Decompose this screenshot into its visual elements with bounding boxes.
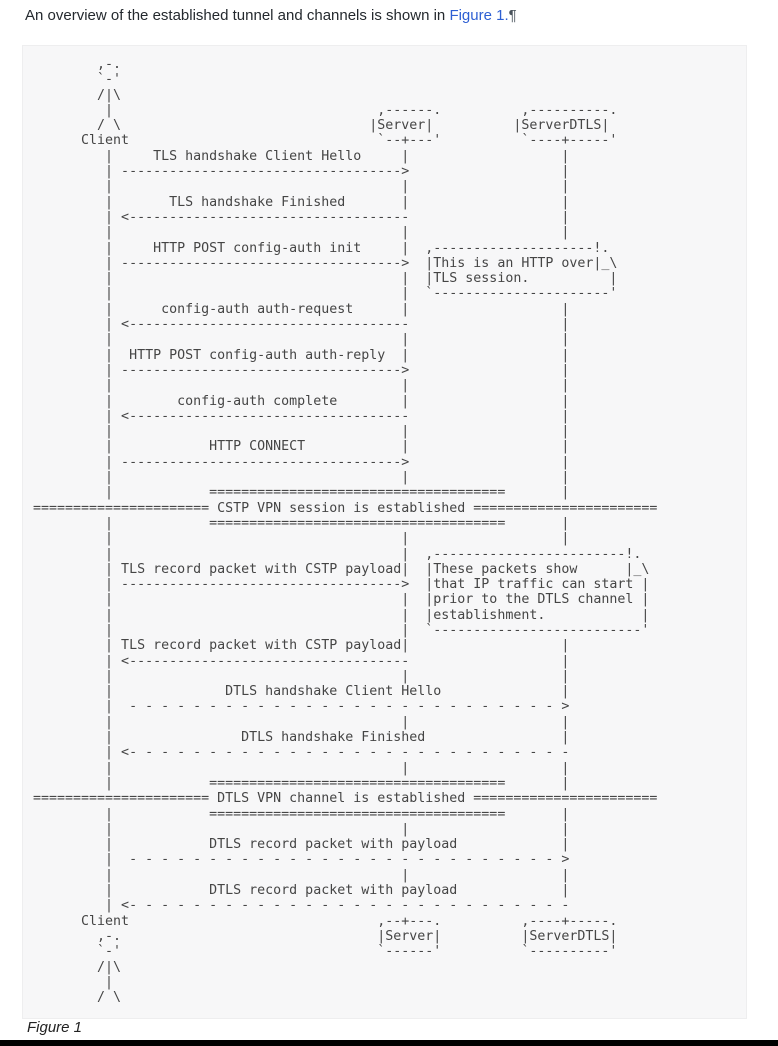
bottom-bar (0, 1040, 778, 1046)
figure-1-link[interactable]: Figure 1. (449, 7, 509, 24)
figure-box: ,-. `-' /|\ | ,------. ,----------. / \ … (22, 45, 747, 1019)
ascii-sequence-diagram: ,-. `-' /|\ | ,------. ,----------. / \ … (33, 57, 658, 1006)
pilcrow-mark[interactable]: ¶ (508, 7, 517, 24)
figure-caption: Figure 1 (27, 1019, 83, 1036)
intro-paragraph: An overview of the established tunnel an… (25, 6, 745, 26)
intro-text: An overview of the established tunnel an… (25, 7, 450, 24)
